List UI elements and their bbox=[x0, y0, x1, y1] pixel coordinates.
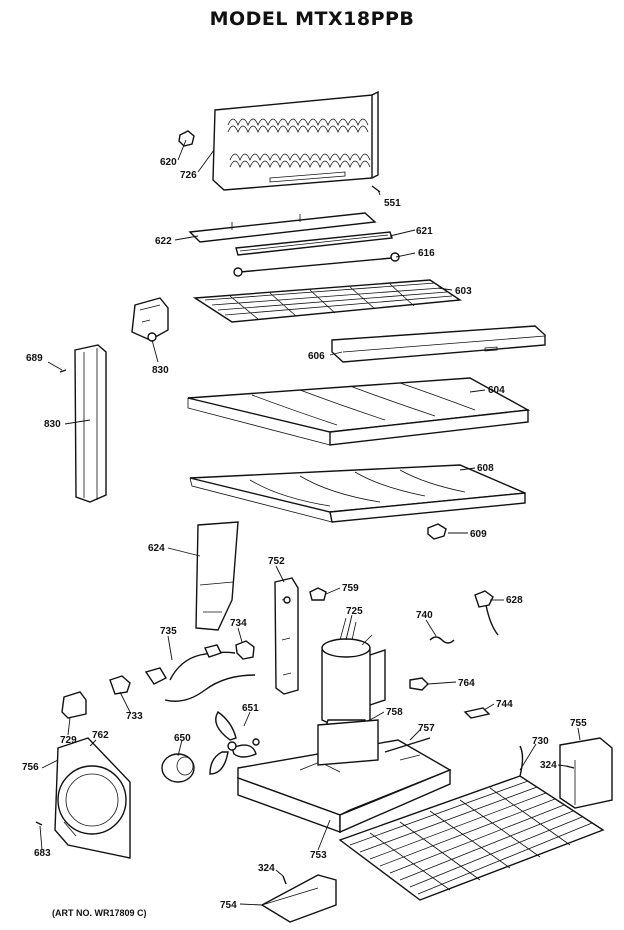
upright-830 bbox=[59, 344, 107, 503]
callout-764: 764 bbox=[458, 678, 475, 689]
part-757 bbox=[384, 737, 431, 753]
part-729 bbox=[61, 691, 87, 719]
fitting-740 bbox=[429, 636, 455, 644]
bracket-609 bbox=[427, 523, 447, 540]
crisper-shelf-608 bbox=[189, 464, 526, 523]
callout-756: 756 bbox=[22, 762, 39, 773]
clip-620 bbox=[178, 130, 195, 147]
callout-689: 689 bbox=[26, 353, 43, 364]
callout-733: 733 bbox=[126, 711, 143, 722]
callout-730: 730 bbox=[532, 736, 549, 747]
callout-753: 753 bbox=[310, 850, 327, 861]
clip-764 bbox=[409, 677, 429, 691]
callout-740: 740 bbox=[416, 610, 433, 621]
art-number: (ART NO. WR17809 C) bbox=[52, 908, 147, 918]
callout-628: 628 bbox=[506, 595, 523, 606]
screw-324-upper bbox=[565, 765, 575, 769]
leader-lines bbox=[39, 139, 581, 906]
callout-758: 758 bbox=[386, 707, 403, 718]
callout-622: 622 bbox=[155, 236, 172, 247]
base-pan-753 bbox=[237, 739, 452, 834]
callout-551: 551 bbox=[384, 198, 401, 209]
callout-757: 757 bbox=[418, 723, 435, 734]
page-title: MODEL MTX18PPB bbox=[209, 8, 415, 30]
callout-604: 604 bbox=[488, 385, 505, 396]
callout-752: 752 bbox=[268, 556, 285, 567]
screw-324-lower bbox=[282, 875, 287, 885]
relay-733 bbox=[109, 675, 131, 695]
callout-734: 734 bbox=[230, 618, 247, 629]
callout-759: 759 bbox=[342, 583, 359, 594]
evaporator-part bbox=[212, 90, 379, 191]
callout-754: 754 bbox=[220, 900, 237, 911]
callout-830-hinge: 830 bbox=[152, 365, 169, 376]
callout-324-lower: 324 bbox=[258, 863, 275, 874]
callout-603: 603 bbox=[455, 286, 472, 297]
tray-754 bbox=[260, 874, 337, 923]
callout-755: 755 bbox=[570, 718, 587, 729]
callout-762: 762 bbox=[92, 730, 109, 741]
fan-blade-651 bbox=[209, 710, 260, 775]
condenser-730 bbox=[338, 745, 605, 901]
bracket-744 bbox=[463, 707, 491, 719]
wire-harness-735 bbox=[144, 644, 256, 702]
grommet-759 bbox=[309, 587, 327, 601]
air-duct-624 bbox=[195, 521, 239, 631]
callout-650: 650 bbox=[174, 733, 191, 744]
fan-shroud-756 bbox=[54, 737, 131, 859]
cord-628 bbox=[474, 590, 499, 636]
callout-620: 620 bbox=[160, 157, 177, 168]
hinge-830 bbox=[131, 297, 169, 342]
rail-621 bbox=[235, 231, 393, 256]
callout-729: 729 bbox=[60, 735, 77, 746]
callout-651: 651 bbox=[242, 703, 259, 714]
callout-726: 726 bbox=[180, 170, 197, 181]
shelf-trim-606 bbox=[331, 325, 546, 363]
callout-624: 624 bbox=[148, 543, 165, 554]
fan-motor-650 bbox=[161, 753, 195, 783]
callout-609: 609 bbox=[470, 529, 487, 540]
callout-683: 683 bbox=[34, 848, 51, 859]
shelf-bracket-622 bbox=[188, 212, 377, 243]
wire-shelf-603 bbox=[192, 279, 463, 323]
callout-616: 616 bbox=[418, 248, 435, 259]
callout-324-upper: 324 bbox=[540, 760, 557, 771]
callout-725: 725 bbox=[346, 606, 363, 617]
motor-mount-758 bbox=[317, 719, 379, 766]
callout-606: 606 bbox=[308, 351, 325, 362]
bracket-755 bbox=[559, 737, 613, 809]
crisper-cover-604 bbox=[187, 377, 531, 446]
callout-621: 621 bbox=[416, 226, 433, 237]
bracket-752 bbox=[274, 577, 299, 695]
relay-734 bbox=[235, 640, 255, 660]
callout-830-upright: 830 bbox=[44, 419, 61, 430]
rod-616 bbox=[233, 252, 400, 277]
callout-744: 744 bbox=[496, 699, 513, 710]
screw-683 bbox=[35, 821, 43, 826]
callout-608: 608 bbox=[477, 463, 494, 474]
callout-735: 735 bbox=[160, 626, 177, 637]
